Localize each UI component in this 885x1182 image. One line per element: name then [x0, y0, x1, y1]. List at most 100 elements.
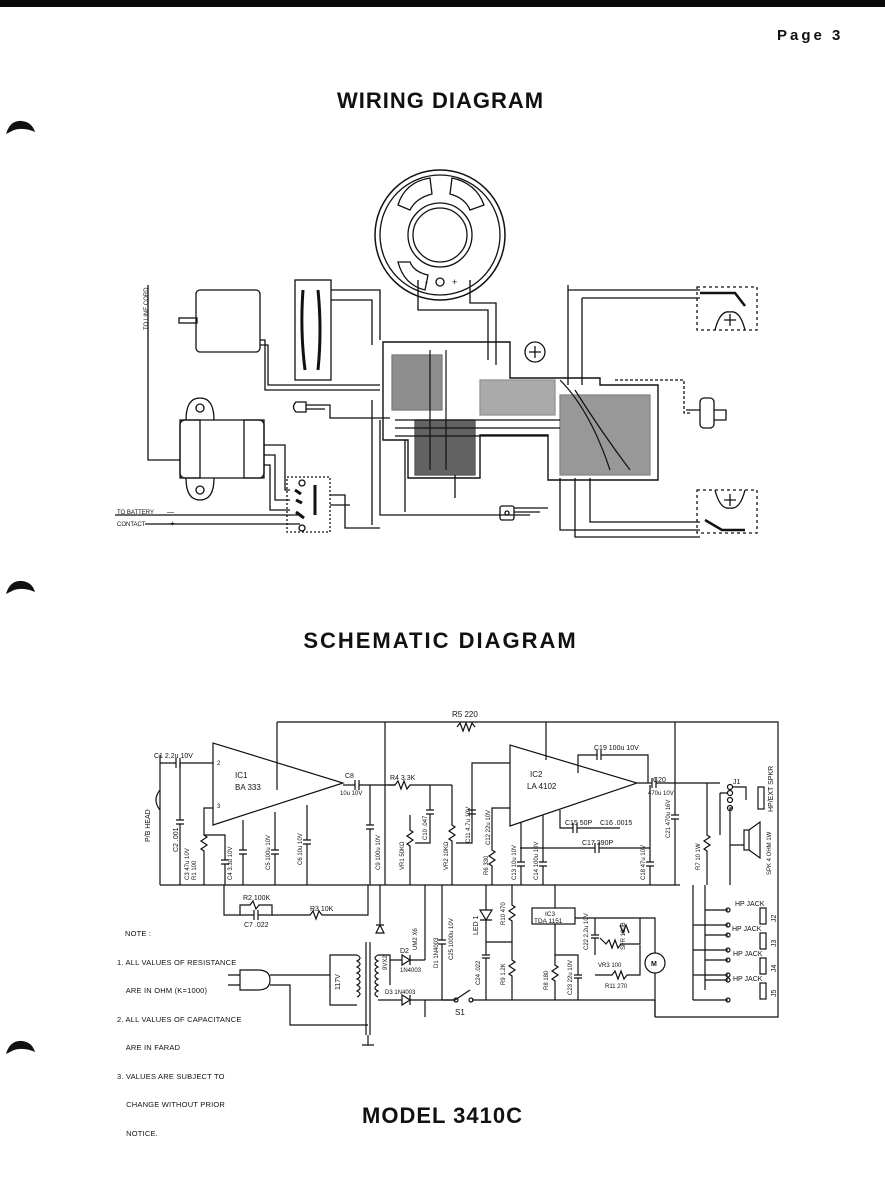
j4-hp-jack-label: HP JACK: [733, 951, 763, 958]
d3-label: D3 1N4003: [385, 990, 416, 996]
notes-heading: NOTE :: [125, 929, 152, 938]
c12-label: C12 22u 10V: [486, 810, 492, 845]
motor-symbol: [644, 952, 666, 974]
r1-c3-label: R1 100: [192, 860, 198, 880]
c23-label: C23 22u 10V: [568, 960, 574, 995]
dc-jack-icon: [499, 505, 548, 521]
r5-label: R5 220: [452, 710, 478, 719]
j1-jack: [719, 783, 765, 845]
transformer-icon: [179, 397, 265, 501]
c16-label: C16 .0015: [600, 820, 632, 827]
note-line: ARE IN OHM (K=1000): [117, 986, 208, 995]
c14-label: C14 100u 10V: [534, 842, 540, 880]
c18-label: C18 47u 10V: [641, 845, 647, 880]
head-bracket-top-icon: [696, 286, 758, 331]
c8-label: C8: [345, 773, 354, 780]
vr2-label: VR2 10KΩ: [444, 841, 450, 870]
page-number: Page 3: [777, 27, 844, 44]
pb-head-label: P/B HEAD: [145, 809, 152, 842]
ic2-amplifier: [509, 744, 639, 827]
r9-label: R9 1.2K: [501, 963, 507, 985]
c8-value: 10u 10V: [340, 791, 362, 797]
c19-label: C19 100u 10V: [594, 745, 639, 752]
binder-hole-mark-2: [6, 580, 35, 594]
r7-label: R7 10 1W: [696, 843, 702, 870]
c4-label: C4 3.3u 10V: [228, 847, 234, 880]
c21-label: C21 470u 16V: [666, 800, 672, 838]
ac-plug-icon: [228, 969, 368, 1026]
r8-label: R8 180: [544, 970, 550, 990]
binder-hole-mark-3: [6, 1040, 35, 1054]
ic1-ref: IC1: [235, 771, 248, 780]
j2-hp-jack-label: HP JACK: [735, 901, 765, 908]
c22-label: C22 2.2u 10V: [584, 913, 590, 950]
led1-label: LED 1: [473, 915, 480, 935]
motor-label: M: [651, 961, 657, 968]
d1-label: D1 1N4003: [434, 937, 440, 968]
r6-label: R6 330: [484, 855, 490, 875]
j1-label: J1: [733, 779, 741, 786]
c9-label: C9 100u 10V: [376, 835, 382, 870]
top-scan-border: [0, 0, 885, 7]
note-line: 2. ALL VALUES OF CAPACITANCE: [117, 1014, 242, 1024]
to-battery-label: TO BATTERY: [117, 510, 154, 516]
svg-text:+: +: [452, 277, 457, 287]
ic2-part: LA 4102: [527, 782, 557, 791]
head-bracket-bottom-icon: [696, 489, 758, 534]
um2x6-label: UM2 X6: [413, 928, 419, 950]
battery-minus-label: —: [167, 509, 174, 516]
hp-ext-spkr-label: HP/EXT SPKR: [768, 766, 775, 812]
r3-label: R3 10K: [310, 906, 334, 913]
c3-label: C3 47u 10V: [185, 848, 191, 880]
note-line: ARE IN FARAD: [117, 1043, 181, 1052]
r10-label: R10 470: [501, 902, 507, 925]
tape-head-icon: [686, 397, 727, 429]
motor-icon: [178, 289, 261, 353]
speaker-icon: - +: [374, 169, 506, 301]
c6-label: C6 10u 10V: [298, 833, 304, 865]
power-transformer-symbol: [329, 942, 391, 1046]
schematic-diagram-title: SCHEMATIC DIAGRAM: [303, 628, 578, 653]
vr3-label: VR3 100: [598, 963, 622, 969]
note-line: 1. ALL VALUES OF RESISTANCE: [117, 957, 237, 967]
c25-label: C25 1000u 10V: [449, 918, 455, 960]
schematic-notes: NOTE : 1. ALL VALUES OF RESISTANCE ARE I…: [117, 910, 242, 1148]
c15-label: C15 50P: [565, 820, 593, 827]
j5-hp-jack-label: HP JACK: [733, 976, 763, 983]
svg-text:J3: J3: [771, 940, 778, 948]
sfr-label: SFR 100B: [621, 922, 627, 950]
ic3-box: [531, 907, 576, 925]
transformer-secondary-label: 9VX2: [383, 955, 389, 970]
r11-label: R11 270: [605, 984, 628, 990]
c11-label: C11 4.7u 10V: [466, 807, 472, 843]
r2-label: R2 100K: [243, 895, 271, 902]
c24-label: C24 .022: [476, 960, 482, 985]
c20-label: C20: [653, 777, 666, 784]
ic3-ref: IC3: [545, 911, 556, 918]
to-line-cord-label: TO LINE CORD: [144, 287, 150, 330]
svg-text:2: 2: [217, 761, 221, 767]
c5-label: C5 100u 10V: [266, 835, 272, 870]
c20-value: 470u 10V: [648, 791, 674, 797]
note-line: 3. VALUES ARE SUBJECT TO: [117, 1071, 225, 1081]
c2-label: C2 .001: [173, 827, 180, 852]
r4-label: R4 3.3K: [390, 775, 416, 782]
svg-text:J4: J4: [771, 965, 778, 973]
c7-label: C7 .022: [244, 922, 269, 929]
switch-strip-icon: [294, 279, 332, 381]
pcb-board: [382, 341, 659, 481]
speaker-symbol-icon: [743, 820, 761, 860]
model-number: MODEL 3410C: [362, 1103, 523, 1128]
led-icon: [292, 401, 390, 419]
c1-label: C1 2.2u 10V: [154, 753, 193, 760]
transformer-primary-label: 117V: [335, 974, 342, 990]
c10-label: C10 .047: [423, 815, 429, 840]
hp-jack-array: [692, 885, 767, 1003]
contact-label: CONTACT: [117, 522, 146, 528]
svg-text:J2: J2: [771, 915, 778, 923]
c13-label: C13 10u 10V: [512, 845, 518, 880]
svg-text:-: -: [425, 277, 428, 287]
c17-label: C17 390P: [582, 840, 613, 847]
